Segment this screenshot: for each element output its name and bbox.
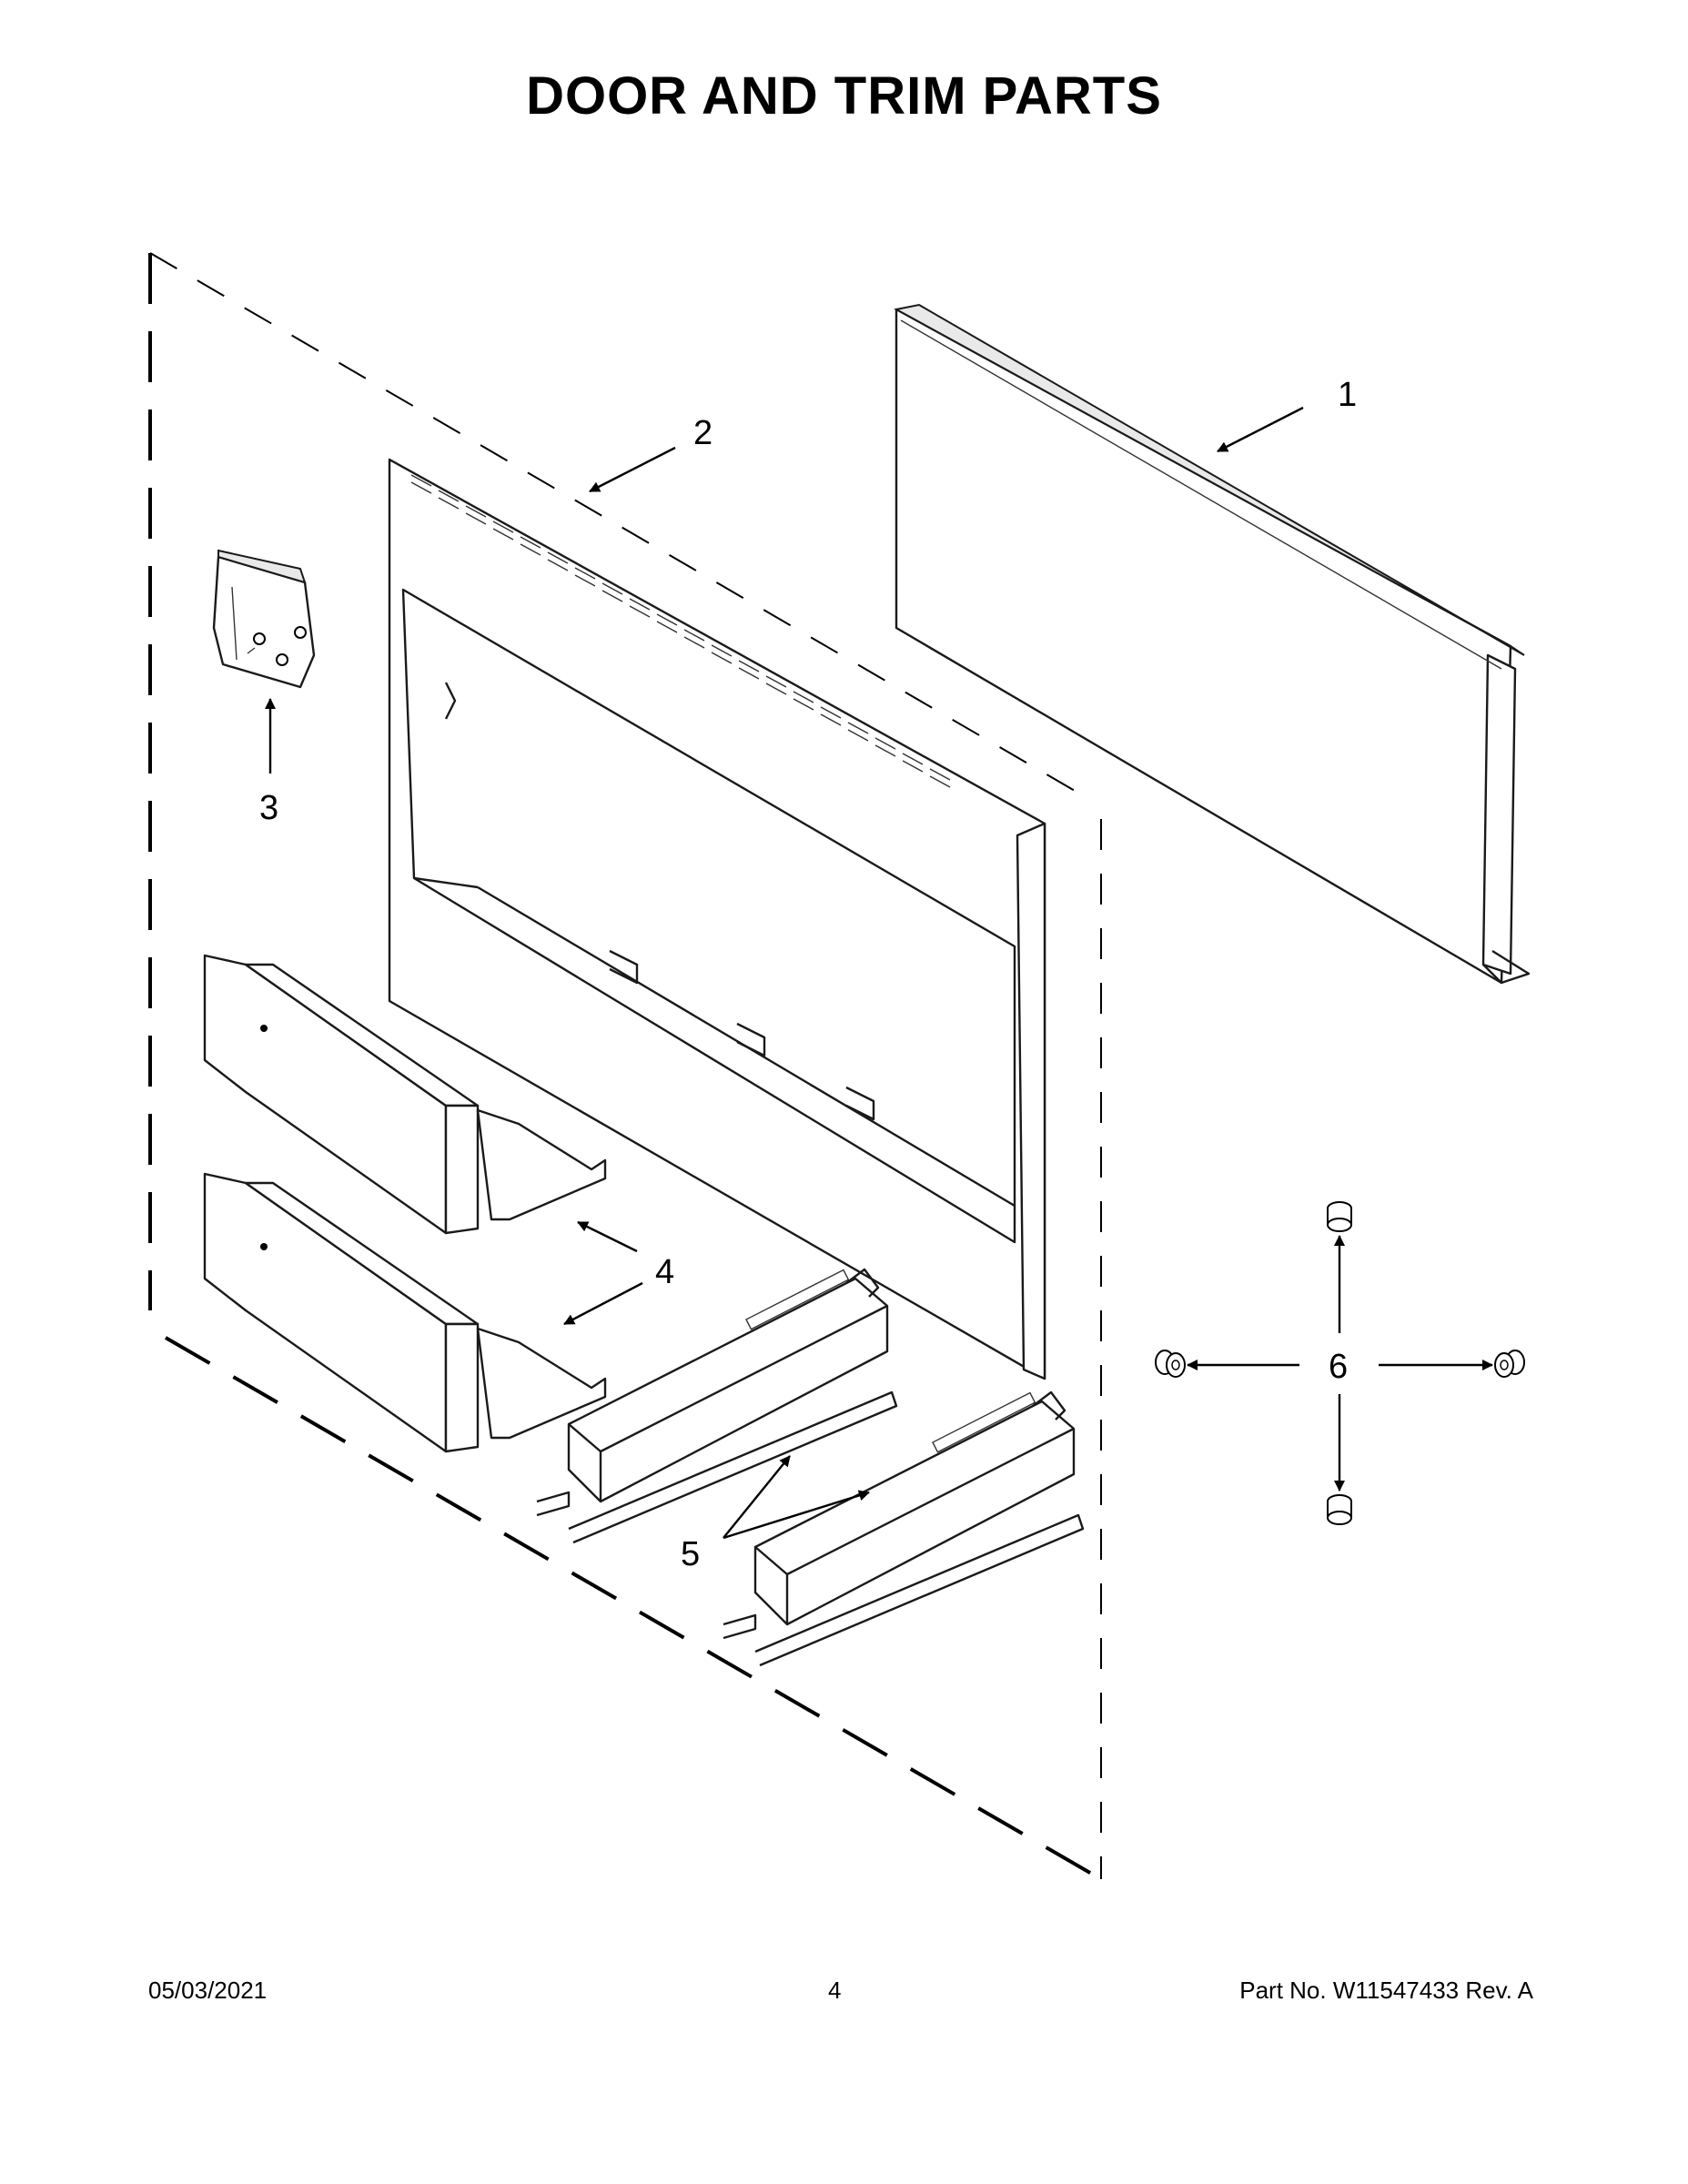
part-4-side-bracket-lower bbox=[203, 1172, 607, 1453]
bushing-top bbox=[1327, 1201, 1352, 1232]
part-5-rail-upper bbox=[536, 1268, 898, 1544]
part-3-hardware-bag bbox=[212, 549, 316, 689]
assembly-outline bbox=[148, 252, 1103, 1881]
page-title: DOOR AND TRIM PARTS bbox=[526, 66, 1162, 126]
callout-6: 6 bbox=[1329, 1348, 1348, 1386]
callout-4: 4 bbox=[655, 1253, 674, 1291]
callout-5: 5 bbox=[681, 1535, 700, 1573]
callout-3: 3 bbox=[259, 789, 278, 827]
leader-arrows bbox=[265, 406, 1493, 1540]
part-2-door-frame bbox=[388, 458, 1046, 1380]
bushing-left bbox=[1155, 1350, 1186, 1378]
part-1-trim-panel bbox=[894, 303, 1531, 985]
vent-slots bbox=[410, 474, 951, 788]
part-4-side-bracket-upper bbox=[203, 954, 607, 1235]
bushing-bottom bbox=[1327, 1494, 1352, 1525]
bushing-right bbox=[1494, 1350, 1525, 1378]
callout-2: 2 bbox=[693, 414, 713, 452]
footer-date: 05/03/2021 bbox=[148, 1977, 268, 2004]
footer-page-number: 4 bbox=[828, 1977, 842, 2004]
footer-part-number: Part No. W11547433 Rev. A bbox=[1239, 1977, 1533, 2004]
part-6-bushings bbox=[1155, 1201, 1525, 1525]
callout-1: 1 bbox=[1338, 376, 1357, 414]
part-5-rail-lower bbox=[723, 1390, 1085, 1667]
